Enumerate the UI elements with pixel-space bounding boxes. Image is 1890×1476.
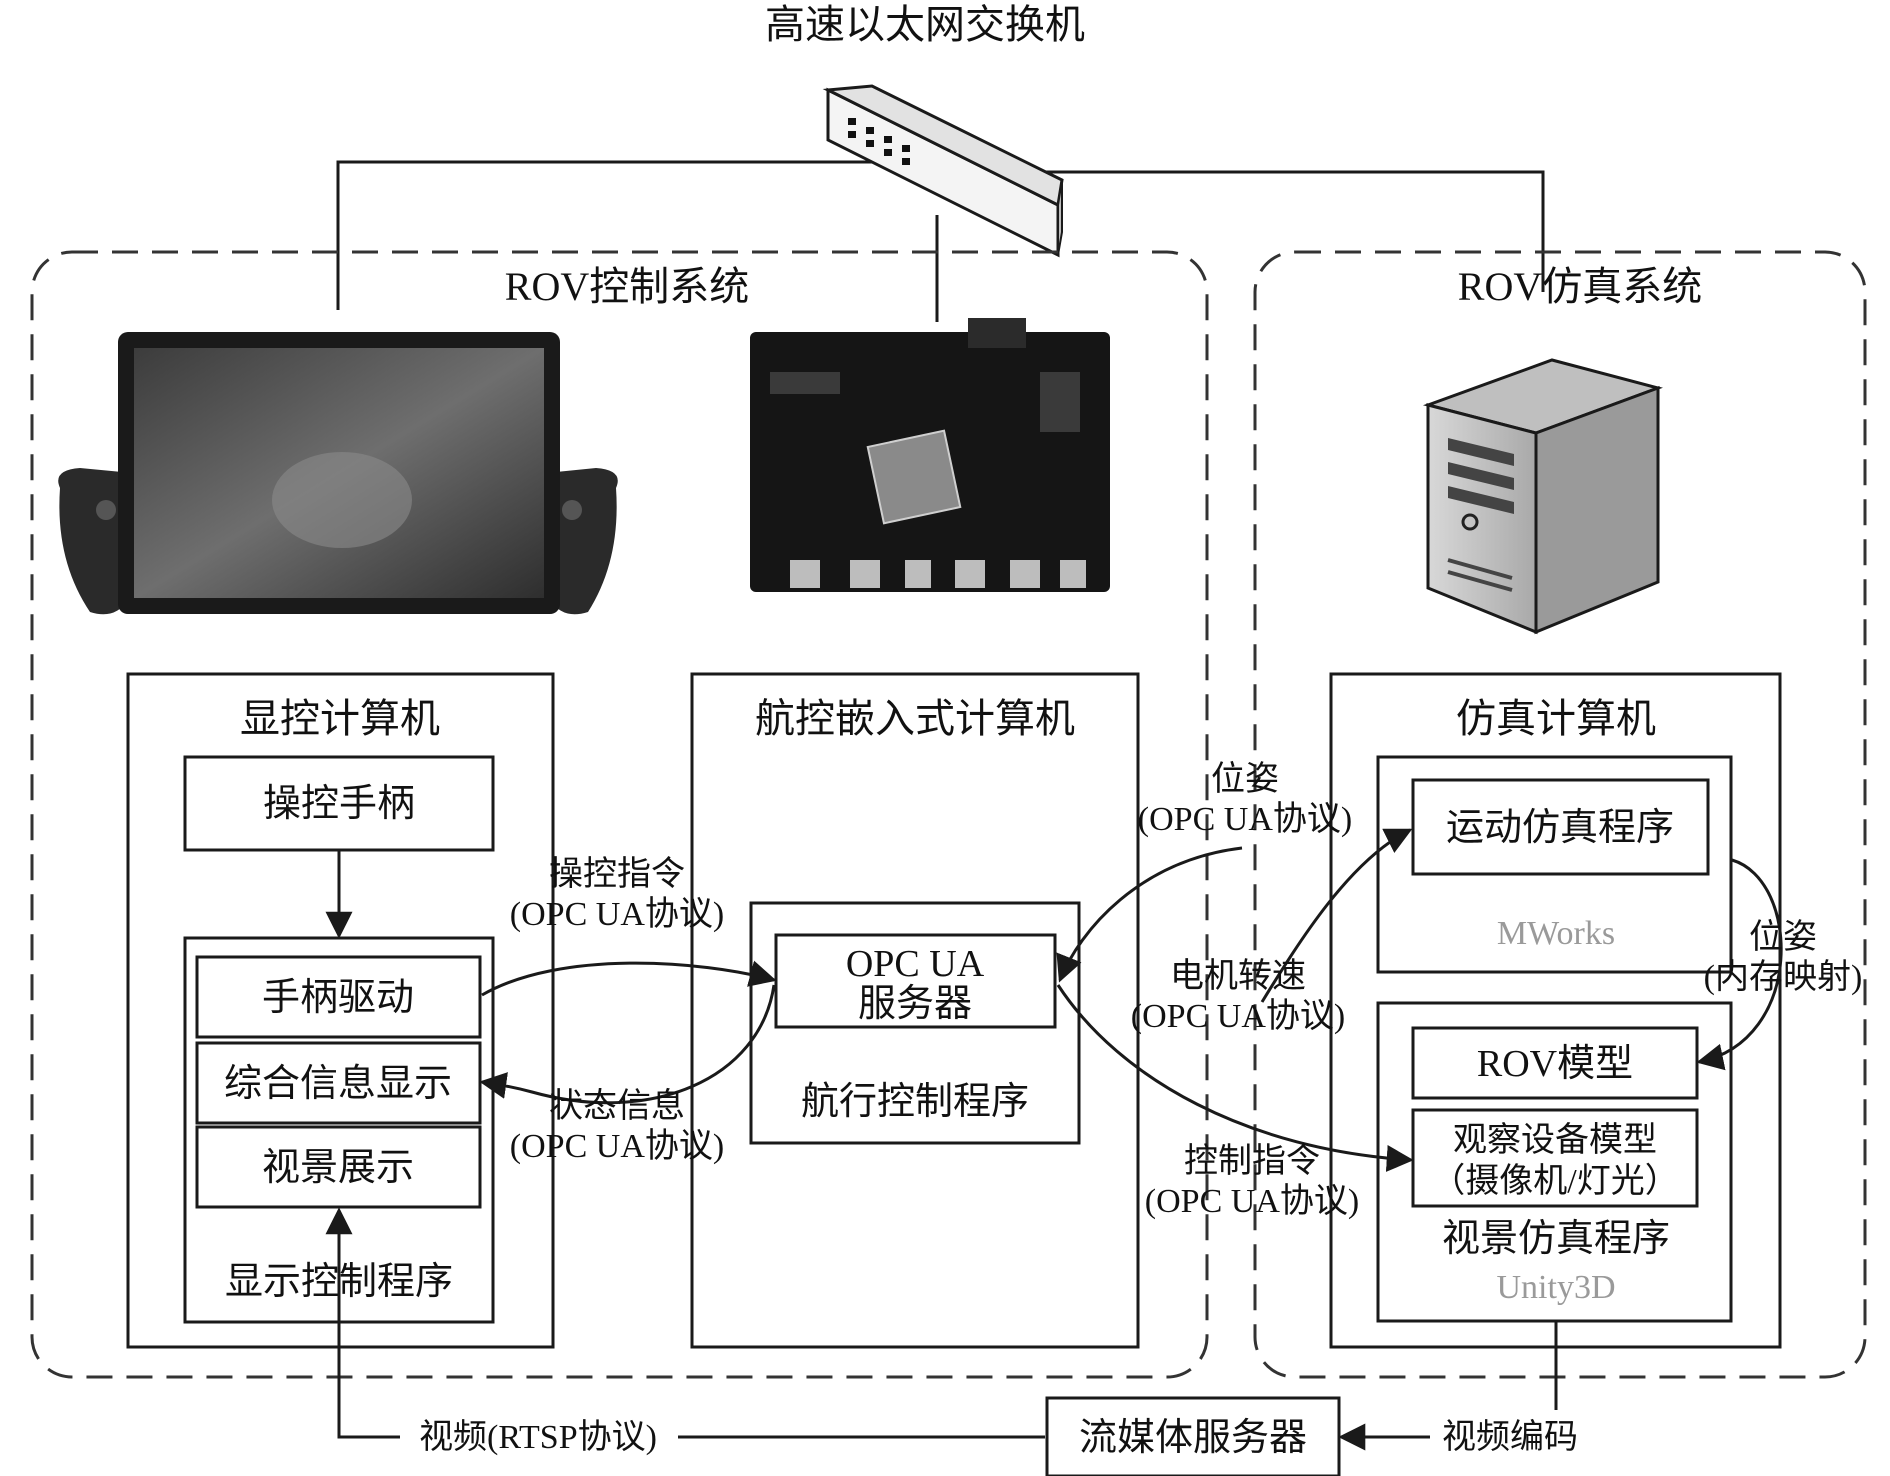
simulation-system-title: ROV仿真系统 <box>1458 264 1702 309</box>
display-computer-title: 显控计算机 <box>240 696 440 741</box>
embedded-board-icon <box>750 318 1110 592</box>
joystick-block: 操控手柄 <box>183 755 495 852</box>
pose-label: 位姿 <box>1211 760 1279 798</box>
ethernet-switch-icon <box>822 84 1064 258</box>
rov-model-block: ROV模型 <box>1411 1026 1699 1100</box>
streaming-server-label: 流媒体服务器 <box>1079 1417 1307 1459</box>
module-label: 综合信息显示 <box>224 1063 452 1105</box>
observation-model-block: 观察设备模型 （摄像机/灯光） <box>1411 1108 1699 1208</box>
command-arrow <box>481 960 777 997</box>
video-encode-label: 视频编码 <box>1442 1418 1578 1456</box>
sim-computer-title: 仿真计算机 <box>1456 696 1656 741</box>
control-command-arrow <box>1056 984 1414 1172</box>
control-command-label: 控制指令 <box>1184 1142 1320 1180</box>
pose-protocol: (OPC UA协议) <box>1138 800 1352 838</box>
simulation-system-group <box>1253 250 1867 1379</box>
observation-model-line2: （摄像机/灯光） <box>1431 1162 1678 1200</box>
memory-pose-label: 位姿 <box>1749 918 1817 956</box>
pose-arrow <box>1056 846 1243 983</box>
module-label: 视景展示 <box>262 1147 414 1189</box>
control-command-protocol: (OPC UA协议) <box>1145 1182 1359 1220</box>
server-tower-icon <box>1422 358 1663 635</box>
opc-ua-server-line1: OPC UA <box>846 943 985 985</box>
command-protocol: (OPC UA协议) <box>510 895 724 933</box>
tablet-controller-icon <box>58 332 618 615</box>
edge-labels: 操控指令 (OPC UA协议) 状态信息 (OPC UA协议) 位姿 (OPC … <box>419 760 1862 1456</box>
motion-program-block: 运动仿真程序 <box>1411 778 1710 876</box>
rov-model-label: ROV模型 <box>1477 1043 1633 1085</box>
status-label: 状态信息 <box>549 1087 685 1125</box>
status-protocol: (OPC UA协议) <box>510 1127 724 1165</box>
motor-speed-label: 电机转速 <box>1170 957 1306 995</box>
module-label: 手柄驱动 <box>262 977 414 1019</box>
opc-ua-server-block: OPC UA 服务器 <box>774 933 1057 1029</box>
visual-tool-label: Unity3D <box>1497 1269 1616 1306</box>
memory-pose-protocol: (内存映射) <box>1704 958 1863 996</box>
video-label: 视频(RTSP协议) <box>419 1418 657 1456</box>
memory-pose-arrow <box>1696 858 1783 1071</box>
streaming-server-block: 流媒体服务器 <box>1045 1396 1341 1476</box>
joystick-label: 操控手柄 <box>263 783 415 825</box>
status-arrow <box>479 984 776 1105</box>
opc-ua-server-line2: 服务器 <box>858 983 972 1025</box>
control-system-group <box>30 250 1209 1379</box>
module-info-display: 综合信息显示 <box>195 1041 482 1125</box>
command-label: 操控指令 <box>549 855 685 893</box>
observation-model-line1: 观察设备模型 <box>1453 1121 1657 1159</box>
module-joystick-driver: 手柄驱动 <box>195 955 482 1039</box>
nav-computer-title: 航控嵌入式计算机 <box>755 696 1075 741</box>
switch-label: 高速以太网交换机 <box>765 2 1085 47</box>
motor-speed-protocol: (OPC UA协议) <box>1131 997 1345 1035</box>
motion-program-label: 运动仿真程序 <box>1446 807 1674 849</box>
nav-program-label: 航行控制程序 <box>801 1081 1029 1123</box>
control-system-title: ROV控制系统 <box>505 264 749 309</box>
arrows <box>325 828 1783 1451</box>
video-arrow-head <box>325 1207 400 1439</box>
visual-program-label: 视景仿真程序 <box>1442 1218 1670 1260</box>
motion-tool-label: MWorks <box>1497 915 1615 952</box>
motor-speed-arrow <box>1260 828 1413 1003</box>
module-visual-display: 视景展示 <box>195 1125 482 1209</box>
